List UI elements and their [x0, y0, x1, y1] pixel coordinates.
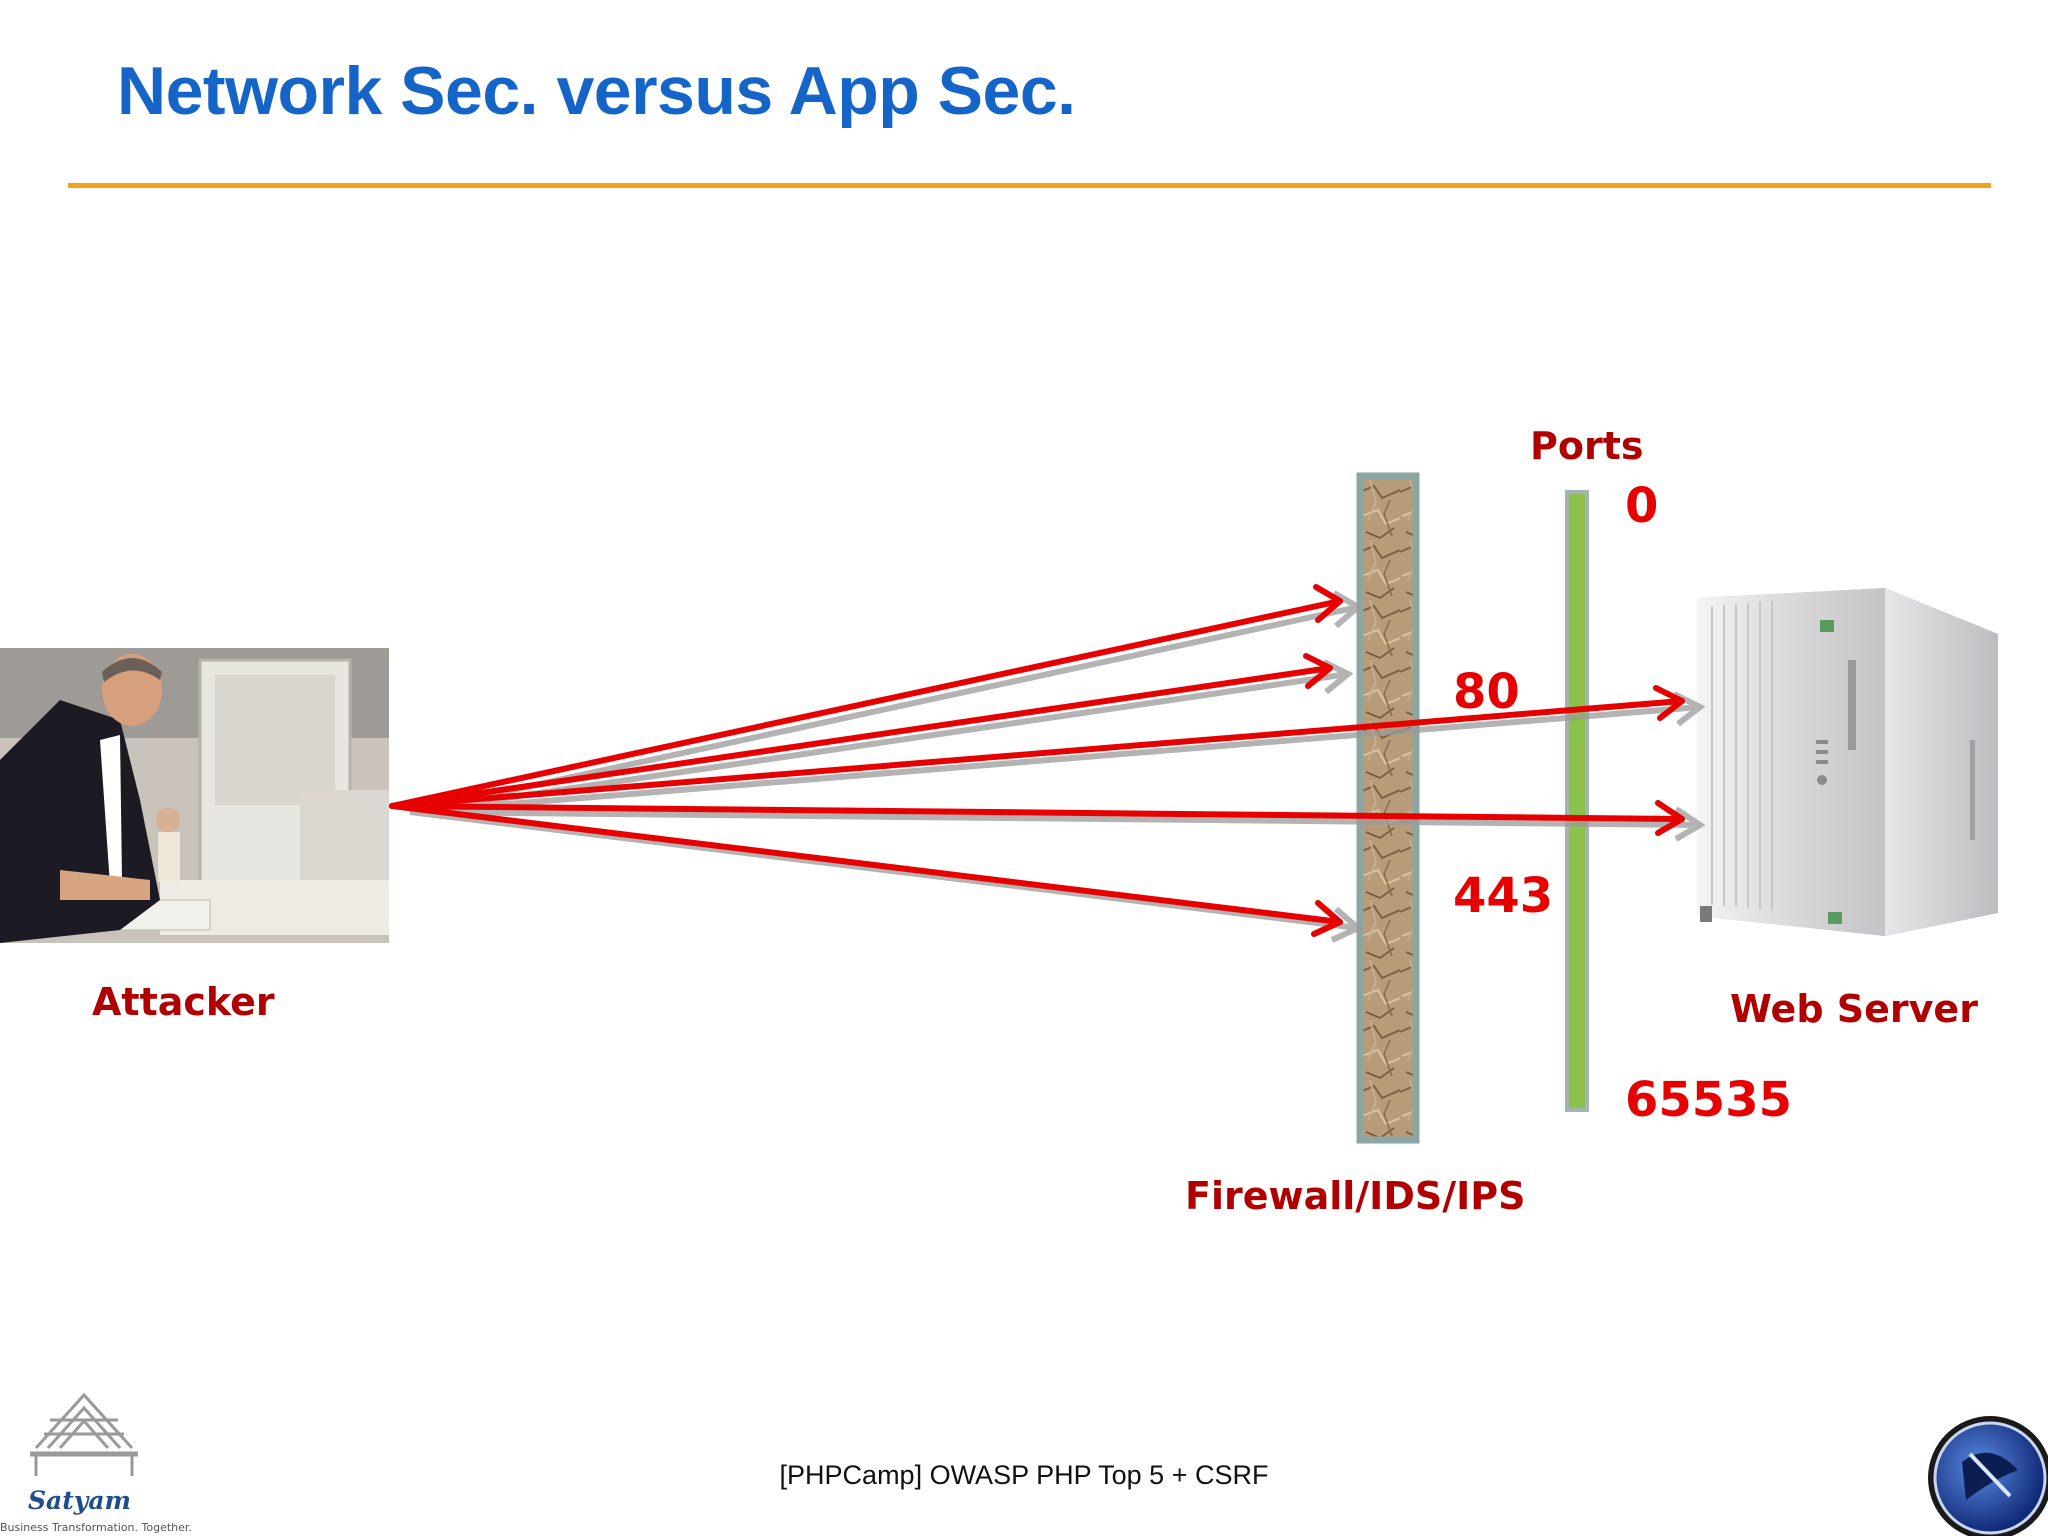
port-0-label: 0	[1625, 478, 1659, 534]
port-80-label: 80	[1453, 664, 1520, 720]
title-underline	[68, 183, 1991, 188]
ports-label: Ports	[1530, 424, 1644, 468]
footer-text: [PHPCamp] OWASP PHP Top 5 + CSRF	[779, 1460, 1269, 1490]
firewall-label: Firewall/IDS/IPS	[1185, 1174, 1526, 1218]
port-range-bar	[1565, 490, 1589, 1112]
arrow-port-80	[389, 698, 1685, 809]
arrow-blocked-1	[389, 598, 1343, 809]
owasp-logo-icon	[1928, 1416, 2048, 1536]
web-server-image	[1697, 588, 1998, 936]
arrow-blocked-3	[389, 803, 1343, 925]
firewall-wall	[1356, 472, 1420, 1144]
satyam-logo-icon	[30, 1392, 138, 1476]
arrow-blocked-2	[389, 665, 1333, 809]
attacker-image	[0, 648, 389, 943]
attack-arrows	[389, 584, 1706, 943]
port-443-label: 443	[1453, 868, 1554, 924]
slide-title: Network Sec. versus App Sec.	[117, 53, 1076, 129]
satyam-logo-name: Satyam	[28, 1486, 131, 1515]
attacker-label: Attacker	[92, 980, 275, 1024]
satyam-logo-tagline: Business Transformation. Together.	[0, 1521, 192, 1534]
arrow-port-443	[389, 803, 1685, 822]
port-65535-label: 65535	[1625, 1072, 1792, 1128]
web-server-label: Web Server	[1730, 987, 1978, 1031]
